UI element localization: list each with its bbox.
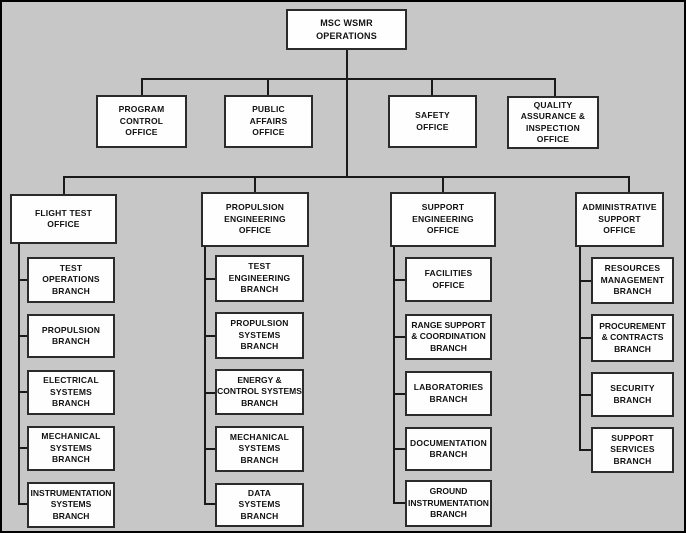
org-box-instrumentation-systems-branch: INSTRUMENTATION SYSTEMS BRANCH: [27, 482, 115, 528]
org-box-documentation-branch: DOCUMENTATION BRANCH: [405, 427, 492, 471]
connector-col2-stub-4: [204, 448, 217, 450]
org-box-test-operations-branch: TEST OPERATIONS BRANCH: [27, 257, 115, 303]
org-box-data-systems-branch: DATA SYSTEMS BRANCH: [215, 483, 304, 527]
org-box-support-engineering-office: SUPPORT ENGINEERING OFFICE: [390, 192, 496, 247]
org-box-public-affairs-office: PUBLIC AFFAIRS OFFICE: [224, 95, 313, 148]
connector-col3-stub-4: [393, 448, 407, 450]
org-box-program-control-office: PROGRAM CONTROL OFFICE: [96, 95, 187, 148]
org-box-mechanical-systems-branch-flight: MECHANICAL SYSTEMS BRANCH: [27, 426, 115, 471]
org-box-support-services-branch: SUPPORT SERVICES BRANCH: [591, 427, 674, 473]
org-box-electrical-systems-branch: ELECTRICAL SYSTEMS BRANCH: [27, 370, 115, 415]
connector-col1-spine: [18, 243, 20, 505]
connector-row3-drop-1: [63, 176, 65, 194]
org-box-facilities-office: FACILITIES OFFICE: [405, 257, 492, 302]
connector-row2-drop-1: [141, 78, 143, 95]
org-box-administrative-support-office: ADMINISTRATIVE SUPPORT OFFICE: [575, 192, 664, 247]
connector-row3-drop-3: [442, 176, 444, 192]
org-box-laboratories-branch: LABORATORIES BRANCH: [405, 371, 492, 416]
connector-row3-drop-2: [254, 176, 256, 192]
connector-row2-bus: [141, 78, 556, 80]
connector-col3-spine: [393, 246, 395, 504]
connector-col4-spine: [579, 246, 581, 451]
org-box-propulsion-systems-branch: PROPULSION SYSTEMS BRANCH: [215, 312, 304, 359]
connector-col2-stub-5: [204, 503, 217, 505]
connector-col2-stub-3: [204, 392, 217, 394]
connector-row2-drop-3: [431, 78, 433, 95]
org-box-resources-management-branch: RESOURCES MANAGEMENT BRANCH: [591, 257, 674, 304]
connector-col4-stub-2: [579, 337, 593, 339]
connector-col3-stub-2: [393, 336, 407, 338]
connector-col1-stub-4: [18, 447, 29, 449]
connector-root-stem: [346, 49, 348, 178]
connector-row3-drop-4: [628, 176, 630, 192]
connector-col3-stub-5: [393, 502, 407, 504]
org-box-ground-instrumentation-branch: GROUND INSTRUMENTATION BRANCH: [405, 480, 492, 527]
org-box-security-branch: SECURITY BRANCH: [591, 372, 674, 417]
connector-col1-stub-3: [18, 391, 29, 393]
org-box-msc-wsmr-operations: MSC WSMR OPERATIONS: [286, 9, 407, 50]
connector-row2-drop-4: [554, 78, 556, 96]
org-box-propulsion-engineering-office: PROPULSION ENGINEERING OFFICE: [201, 192, 309, 247]
org-box-flight-test-office: FLIGHT TEST OFFICE: [10, 194, 117, 244]
org-box-safety-office: SAFETY OFFICE: [388, 95, 477, 148]
connector-col3-stub-1: [393, 279, 407, 281]
connector-col4-stub-4: [579, 449, 593, 451]
org-box-mechanical-systems-branch-propulsion: MECHANICAL SYSTEMS BRANCH: [215, 426, 304, 472]
connector-row2-drop-2: [267, 78, 269, 95]
connector-col1-stub-5: [18, 503, 29, 505]
org-box-range-support-coordination-branch: RANGE SUPPORT & COORDINATION BRANCH: [405, 314, 492, 360]
connector-col2-spine: [204, 246, 206, 505]
connector-col1-stub-2: [18, 335, 29, 337]
org-box-test-engineering-branch: TEST ENGINEERING BRANCH: [215, 255, 304, 302]
org-box-procurement-contracts-branch: PROCUREMENT & CONTRACTS BRANCH: [591, 314, 674, 362]
connector-col2-stub-2: [204, 335, 217, 337]
connector-col1-stub-1: [18, 279, 29, 281]
connector-row3-bus: [63, 176, 630, 178]
connector-col4-stub-1: [579, 280, 593, 282]
org-box-propulsion-branch: PROPULSION BRANCH: [27, 314, 115, 358]
connector-col2-stub-1: [204, 278, 217, 280]
connector-col3-stub-3: [393, 393, 407, 395]
connector-col4-stub-3: [579, 394, 593, 396]
org-box-quality-assurance-inspection-office: QUALITY ASSURANCE & INSPECTION OFFICE: [507, 96, 599, 149]
org-box-energy-control-systems-branch: ENERGY & CONTROL SYSTEMS BRANCH: [215, 369, 304, 415]
